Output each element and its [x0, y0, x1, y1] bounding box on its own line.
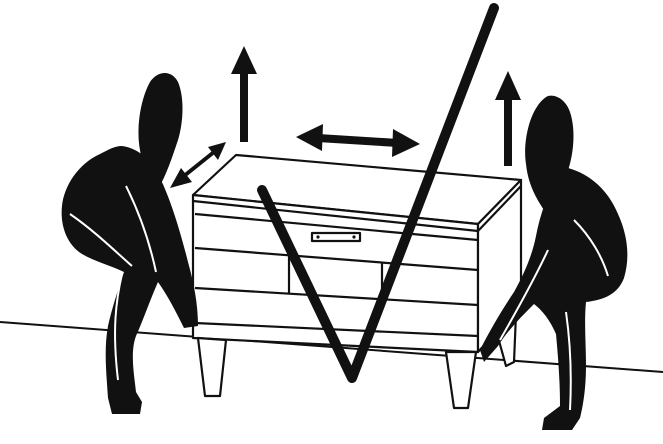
left-person-body	[62, 146, 198, 414]
chest-leg-right	[446, 352, 476, 408]
person-left	[62, 73, 198, 414]
chest-leg-left	[198, 338, 226, 396]
